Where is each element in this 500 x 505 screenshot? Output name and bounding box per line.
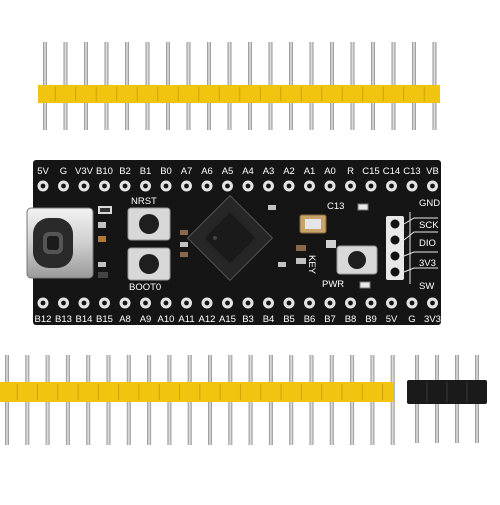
power-led	[359, 281, 371, 289]
swd-3v3-label: 3V3	[419, 258, 436, 269]
bottom-pin-label: B9	[365, 314, 377, 325]
bottom-pin-label: A10	[157, 314, 175, 325]
boot0-label: BOOT0	[129, 282, 162, 293]
bottom-pin-label: B5	[283, 314, 295, 325]
usb-c-connector	[26, 207, 94, 279]
top-pin-header-strip	[38, 42, 440, 130]
top-pin-label: B0	[160, 166, 172, 177]
top-pin-label: B1	[139, 166, 152, 177]
top-pin-label: A6	[201, 166, 213, 177]
bottom-pin-label: B8	[344, 314, 357, 325]
bottom-pad-row	[37, 297, 438, 309]
reset-label: NRST	[131, 196, 157, 207]
top-pin-label: 5V	[37, 166, 49, 177]
top-pin-label: R	[347, 166, 354, 177]
bottom-pin-label: B15	[96, 314, 113, 325]
swd-sw-label: SW	[419, 281, 435, 292]
four-pin-black-header	[407, 355, 487, 443]
bottom-pin-header-strip	[0, 355, 395, 445]
c13-led	[357, 203, 369, 211]
bottom-pin-label: G	[408, 314, 416, 325]
bottom-pin-label: B3	[242, 314, 254, 325]
header-plastic	[0, 382, 394, 402]
bottom-pin-label: A9	[139, 314, 152, 325]
header-plastic	[38, 85, 440, 103]
bottom-pin-label: 5V	[385, 314, 398, 325]
top-pin-label: A4	[242, 166, 254, 177]
smd-components-left	[98, 206, 188, 278]
top-pin-label: G	[59, 166, 68, 177]
top-pin-label: A7	[180, 166, 193, 177]
top-pin-label: A0	[324, 166, 336, 177]
top-pin-label: B10	[96, 166, 113, 177]
swd-dio-label: DIO	[419, 238, 436, 249]
top-pin-label: C15	[362, 166, 380, 177]
bottom-pin-label: A11	[178, 314, 195, 325]
top-pin-label: C14	[382, 166, 401, 177]
bottom-pin-label: B4	[262, 314, 275, 325]
bottom-pin-label: 3V3	[424, 314, 441, 325]
power-led-label: PWR	[322, 279, 345, 290]
top-pad-row	[37, 180, 438, 192]
blackpill-board	[26, 160, 441, 325]
top-pin-label: A1	[303, 166, 316, 177]
bottom-pin-label: B14	[75, 314, 93, 325]
top-pin-label: C13	[403, 166, 421, 177]
top-pin-label: A2	[283, 166, 295, 177]
bottom-pin-label: B13	[55, 314, 72, 325]
reset-button[interactable]	[127, 207, 171, 241]
bottom-pin-label: A8	[119, 314, 131, 325]
mcu-chip	[186, 194, 274, 282]
c13-led-label: C13	[327, 201, 345, 212]
top-pin-label: VB	[426, 166, 439, 177]
swd-pads	[386, 212, 438, 284]
bottom-pin-label: B12	[34, 314, 52, 325]
crystal-and-passives	[268, 205, 336, 267]
boot0-button[interactable]	[127, 247, 171, 281]
top-pin-label: A5	[221, 166, 234, 177]
bottom-pin-label: A15	[219, 314, 236, 325]
swd-sck-label: SCK	[419, 220, 439, 231]
top-pin-label: A3	[262, 166, 275, 177]
key-label: KEY	[306, 255, 317, 275]
bottom-pin-label: B7	[324, 314, 336, 325]
key-button[interactable]	[336, 245, 378, 275]
top-pin-label: V3V	[75, 166, 93, 177]
top-pin-label: B2	[119, 166, 131, 177]
swd-gnd-label: GND	[419, 198, 441, 209]
bottom-pin-label: A12	[198, 314, 216, 325]
bottom-pin-label: B6	[303, 314, 316, 325]
